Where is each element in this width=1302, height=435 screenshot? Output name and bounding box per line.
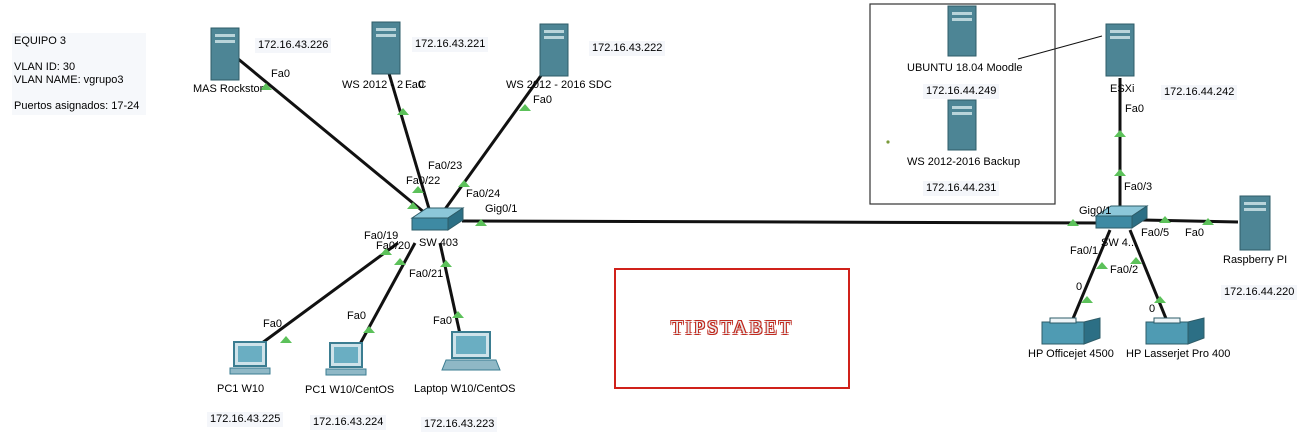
ip-ws2012: 172.16.43.221 [412,37,489,52]
team-info-box: EQUIPO 3 VLAN ID: 30 VLAN NAME: vgrupo3 … [12,33,146,115]
vlan-name: VLAN NAME: vgrupo3 [14,74,124,86]
device-label-hp400: HP Lasserjet Pro 400 [1126,348,1231,360]
port-label: Fa0/19 [364,230,399,242]
ip-esxi: 172.16.44.242 [1161,85,1238,100]
vlan-id: VLAN ID: 30 [14,61,76,73]
port-label: Fa0 [433,315,452,327]
link-trunk [461,219,1111,225]
link-hp400 [1128,229,1169,322]
port-label: Gig0/1 [1079,205,1112,217]
port-label: Fa0 [263,318,282,330]
server-icon-sdc [539,23,569,77]
port-label: 0 [1149,303,1156,315]
server-icon-backup [947,99,977,151]
pc-icon-pc1b [325,342,367,376]
port-label: Fa0/22 [406,175,441,187]
device-label-ubuntu: UBUNTU 18.04 Moodle [907,62,1023,74]
link-rockstor [236,56,426,215]
device-label-pc1b: PC1 W10/CentOS [305,384,395,396]
port-label: Fa0/20 [376,240,411,252]
device-label-laptop: Laptop W10/CentOS [414,383,516,395]
laptop-icon [441,331,501,371]
server-icon-rockstor [210,27,240,81]
port-label: Fa0 [533,94,552,106]
port-label: Fa0 [1125,103,1144,115]
ip-pc1b: 172.16.43.224 [310,415,387,430]
brand-watermark-box: TIPSTABET [614,268,850,389]
link-hp4500 [1070,229,1112,322]
port-label: Gig0/1 [485,203,518,215]
printer-icon-hp400 [1145,317,1205,345]
server-icon-esxi [1105,23,1135,77]
ip-rockstor: 172.16.43.226 [255,38,332,53]
device-label-sdc: WS 2012 - 2016 SDC [506,79,612,91]
server-icon-ubuntu [947,5,977,57]
pc-icon-pc1 [229,341,271,375]
device-label-esxi: ESXi [1110,83,1135,95]
device-label-pc1: PC1 W10 [217,383,265,395]
ip-ubuntu: 172.16.44.249 [923,84,1000,99]
link-ws2012 [386,69,432,213]
port-label: Fa0/5 [1141,227,1170,239]
link-pc1 [257,241,399,348]
links [236,56,1239,348]
port-label: Fa0/23 [428,160,463,172]
port-label: Fa0 [405,79,424,91]
switch-label-sw403: SW 403 [419,237,459,249]
port-label: Fa0 [347,310,366,322]
device-label-ws2012: WS 2012 - 2 ... C [342,79,427,91]
server-icons [210,5,1271,251]
switch-icon-sw4 [1094,205,1149,229]
ip-raspberry: 172.16.44.220 [1221,285,1298,300]
port-label: Fa0/1 [1070,245,1099,257]
port-label: 0 [1076,281,1083,293]
device-label-rockstor: MAS Rockstor [193,83,264,95]
port-label: Fa0 [1185,227,1204,239]
brand-text: TIPSTABET [671,317,793,339]
server-icon-ws2012 [371,21,401,75]
ip-pc1: 172.16.43.225 [207,412,284,427]
device-label-backup: WS 2012-2016 Backup [907,156,1021,168]
device-label-hp4500: HP Officejet 4500 [1028,348,1114,360]
server-icon-raspberry [1239,195,1271,251]
port-label: Fa0/2 [1110,264,1139,276]
server-group-box [869,3,1056,205]
team-label: EQUIPO 3 [14,35,66,47]
ip-laptop: 172.16.43.223 [421,417,498,432]
ip-backup: 172.16.44.231 [923,181,1000,196]
ip-sdc: 172.16.43.222 [589,41,666,56]
switch-icon-sw403 [410,207,465,231]
port-label: Fa0 [271,68,290,80]
printer-icon-hp4500 [1041,317,1101,345]
port-label: Fa0/24 [466,188,501,200]
port-label: Fa0/3 [1124,181,1153,193]
port-label: Fa0/21 [409,268,444,280]
device-label-raspberry: Raspberry PI [1223,254,1288,266]
link-laptop [438,242,462,335]
assigned-ports: Puertos asignados: 17-24 [14,100,140,112]
switch-label-sw4: SW 4... [1101,237,1138,249]
link-raspberry [1141,218,1239,224]
port-indicators [260,83,1214,343]
link-sdc [441,69,547,213]
